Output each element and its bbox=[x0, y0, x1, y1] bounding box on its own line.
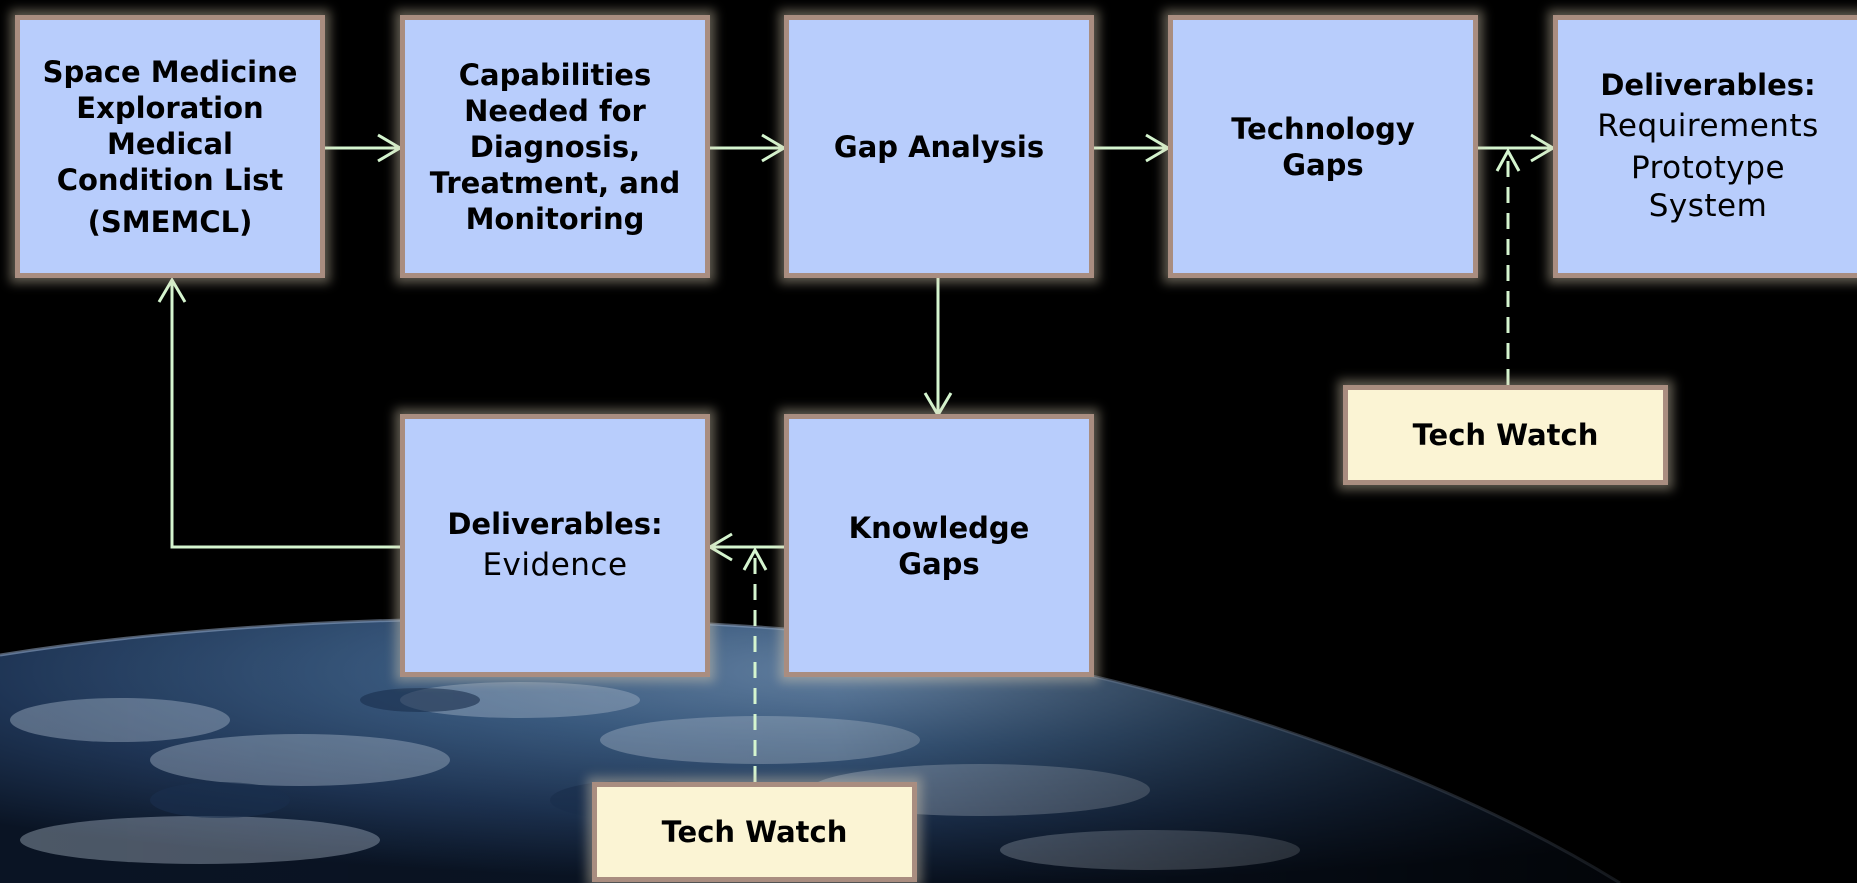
capabilities-line-4: Treatment, and bbox=[429, 165, 681, 200]
capabilities-line-1: Capabilities bbox=[458, 57, 652, 92]
tech-watch-right-label: Tech Watch bbox=[1412, 418, 1599, 452]
deliverables-right-box: Deliverables: Requirements Prototype Sys… bbox=[1553, 15, 1857, 278]
capabilities-line-2: Needed for bbox=[464, 93, 646, 128]
deliverables-left-item-1: Evidence bbox=[482, 546, 628, 583]
deliverables-right-item-2: Prototype bbox=[1630, 149, 1786, 186]
smemcl-line-4: Condition List bbox=[56, 162, 284, 197]
tech-watch-right-box: Tech Watch bbox=[1343, 385, 1668, 485]
capabilities-line-3: Diagnosis, bbox=[469, 129, 641, 164]
technology-gaps-line-2: Gaps bbox=[1282, 147, 1364, 182]
deliverables-left-box: Deliverables: Evidence bbox=[400, 414, 710, 677]
smemcl-line-3: Medical bbox=[107, 126, 233, 161]
capabilities-box: Capabilities Needed for Diagnosis, Treat… bbox=[400, 15, 710, 278]
deliverables-right-heading: Deliverables: bbox=[1600, 67, 1816, 102]
knowledge-gaps-line-2: Gaps bbox=[898, 546, 980, 581]
technology-gaps-box: Technology Gaps bbox=[1168, 15, 1478, 278]
smemcl-line-2: Exploration bbox=[76, 90, 264, 125]
tech-watch-bottom-label: Tech Watch bbox=[661, 815, 848, 849]
gap-analysis-label: Gap Analysis bbox=[833, 129, 1045, 164]
smemcl-box: Space Medicine Exploration Medical Condi… bbox=[15, 15, 325, 278]
deliverables-right-item-3: System bbox=[1648, 187, 1768, 224]
smemcl-line-5: (SMEMCL) bbox=[87, 204, 253, 239]
knowledge-gaps-line-1: Knowledge bbox=[848, 510, 1030, 545]
deliverables-left-heading: Deliverables: bbox=[447, 506, 663, 541]
technology-gaps-line-1: Technology bbox=[1231, 111, 1415, 146]
deliverables-right-item-1: Requirements bbox=[1597, 107, 1819, 144]
capabilities-line-5: Monitoring bbox=[465, 201, 645, 236]
smemcl-line-1: Space Medicine bbox=[42, 54, 298, 89]
gap-analysis-box: Gap Analysis bbox=[784, 15, 1094, 278]
tech-watch-bottom-box: Tech Watch bbox=[592, 782, 917, 882]
knowledge-gaps-box: Knowledge Gaps bbox=[784, 414, 1094, 677]
